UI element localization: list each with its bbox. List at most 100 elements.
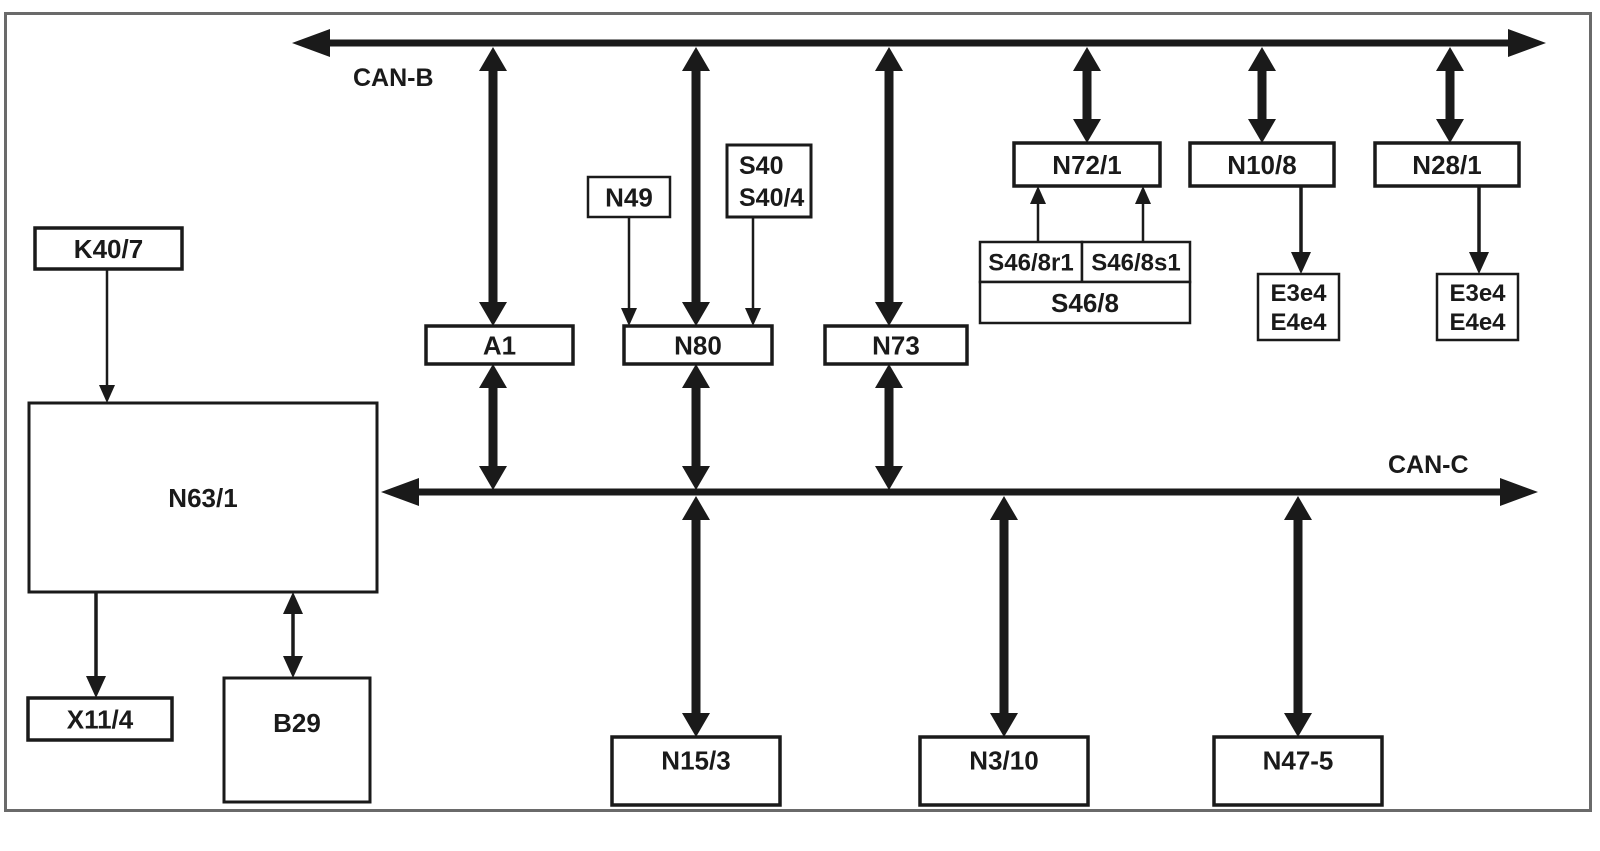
connector-can-b-n10-8 bbox=[1248, 47, 1276, 143]
node-label: S40/4 bbox=[739, 184, 804, 212]
can-c-left-arrowhead bbox=[381, 478, 419, 506]
connector-n49-n80 bbox=[621, 217, 637, 326]
node-label: S46/8 bbox=[1051, 288, 1119, 318]
can-b-label: CAN-B bbox=[353, 64, 434, 92]
node-n63-1: N63/1 bbox=[27, 401, 379, 594]
node-label: N63/1 bbox=[168, 483, 237, 513]
node-label: N72/1 bbox=[1052, 150, 1121, 180]
n10-8-e3e4-down-arrowhead bbox=[1291, 252, 1311, 274]
node-n49: N49 bbox=[586, 175, 672, 219]
node-label: E4e4 bbox=[1449, 309, 1506, 336]
node-box bbox=[823, 324, 969, 366]
connector-s46-8r1-n72-1 bbox=[1030, 186, 1046, 242]
node-n3-10: N3/10 bbox=[918, 735, 1090, 807]
node-label: N49 bbox=[605, 182, 653, 212]
node-s46-8s1: S46/8s1 bbox=[1080, 240, 1192, 284]
connector-n28-1-e3e4 bbox=[1469, 186, 1489, 274]
bus-can-b: CAN-B bbox=[292, 29, 1546, 92]
connector-k40-7-n63-1 bbox=[99, 269, 115, 403]
node-n72-1: N72/1 bbox=[1012, 141, 1162, 188]
bus-can-c: CAN-C bbox=[381, 451, 1538, 506]
node-label: N3/10 bbox=[969, 745, 1038, 775]
can-b-n72-1-up-arrowhead bbox=[1073, 47, 1101, 71]
can-c-n15-3-up-arrowhead bbox=[682, 496, 710, 520]
connector-can-c-n15-3 bbox=[682, 496, 710, 737]
node-box bbox=[1012, 141, 1162, 188]
connector-n80-can-c bbox=[682, 364, 710, 490]
k40-7-n63-1-down-arrowhead bbox=[99, 385, 115, 403]
can-b-right-arrowhead bbox=[1508, 29, 1546, 57]
can-b-n73-up-arrowhead bbox=[875, 47, 903, 71]
node-label: S40 bbox=[739, 152, 783, 180]
connector-s40-n80 bbox=[745, 217, 761, 326]
can-b-n80-up-arrowhead bbox=[682, 47, 710, 71]
can-b-left-arrowhead bbox=[292, 29, 330, 57]
node-box bbox=[918, 735, 1090, 807]
node-box bbox=[222, 676, 372, 804]
node-box bbox=[27, 401, 379, 594]
connector-n63-1-b29 bbox=[283, 592, 303, 678]
node-label: S46/8r1 bbox=[988, 250, 1073, 277]
n63-1-b29-up-arrowhead bbox=[283, 592, 303, 614]
node-box bbox=[33, 226, 184, 271]
can-c-n47-5-down-arrowhead bbox=[1284, 713, 1312, 737]
node-label: E3e4 bbox=[1449, 280, 1506, 307]
connector-can-b-a1 bbox=[479, 47, 507, 326]
connector-n10-8-e3e4 bbox=[1291, 186, 1311, 274]
n63-1-x11-4-down-arrowhead bbox=[86, 676, 106, 698]
n73-can-c-down-arrowhead bbox=[875, 466, 903, 490]
s40-n80-down-arrowhead bbox=[745, 308, 761, 326]
node-n80: N80 bbox=[622, 324, 774, 366]
node-box bbox=[1188, 141, 1336, 188]
node-box bbox=[622, 324, 774, 366]
node-box bbox=[610, 735, 782, 807]
connector-s46-8s1-n72-1 bbox=[1135, 186, 1151, 242]
can-b-a1-up-arrowhead bbox=[479, 47, 507, 71]
node-box bbox=[725, 143, 813, 219]
connector-can-b-n73 bbox=[875, 47, 903, 326]
node-box bbox=[424, 324, 575, 366]
can-b-n10-8-up-arrowhead bbox=[1248, 47, 1276, 71]
can-b-a1-down-arrowhead bbox=[479, 302, 507, 326]
node-label: X11/4 bbox=[67, 704, 134, 734]
can-b-n73-down-arrowhead bbox=[875, 302, 903, 326]
node-s46-8r1: S46/8r1 bbox=[978, 240, 1084, 284]
node-n15-3: N15/3 bbox=[610, 735, 782, 807]
node-box bbox=[1080, 240, 1192, 284]
node-box bbox=[1256, 272, 1341, 342]
connector-can-b-n80 bbox=[682, 47, 710, 326]
connector-can-b-n72-1 bbox=[1073, 47, 1101, 143]
connector-can-c-n47-5 bbox=[1284, 496, 1312, 737]
node-label: A1 bbox=[483, 330, 516, 360]
node-x11-4: X11/4 bbox=[26, 696, 174, 742]
node-box bbox=[1435, 272, 1520, 342]
n49-n80-down-arrowhead bbox=[621, 308, 637, 326]
node-n47-5: N47-5 bbox=[1212, 735, 1384, 807]
can-b-n72-1-down-arrowhead bbox=[1073, 119, 1101, 143]
node-box bbox=[586, 175, 672, 219]
can-c-right-arrowhead bbox=[1500, 478, 1538, 506]
node-box bbox=[26, 696, 174, 742]
can-c-n3-10-up-arrowhead bbox=[990, 496, 1018, 520]
n80-can-c-up-arrowhead bbox=[682, 364, 710, 388]
node-label: B29 bbox=[273, 708, 321, 738]
node-box bbox=[1373, 141, 1521, 188]
node-s46-8: S46/8 bbox=[978, 280, 1192, 325]
connector-n73-can-c bbox=[875, 364, 903, 490]
node-box bbox=[978, 280, 1192, 325]
connector-can-b-n28-1 bbox=[1436, 47, 1464, 143]
can-b-n80-down-arrowhead bbox=[682, 302, 710, 326]
node-b29: B29 bbox=[222, 676, 372, 804]
s46-8r1-n72-1-up-arrowhead bbox=[1030, 186, 1046, 204]
node-label: N80 bbox=[674, 330, 722, 360]
node-label: N15/3 bbox=[661, 745, 730, 775]
node-label: E3e4 bbox=[1270, 280, 1327, 307]
n73-can-c-up-arrowhead bbox=[875, 364, 903, 388]
node-label: N73 bbox=[872, 330, 920, 360]
node-n28-1: N28/1 bbox=[1373, 141, 1521, 188]
